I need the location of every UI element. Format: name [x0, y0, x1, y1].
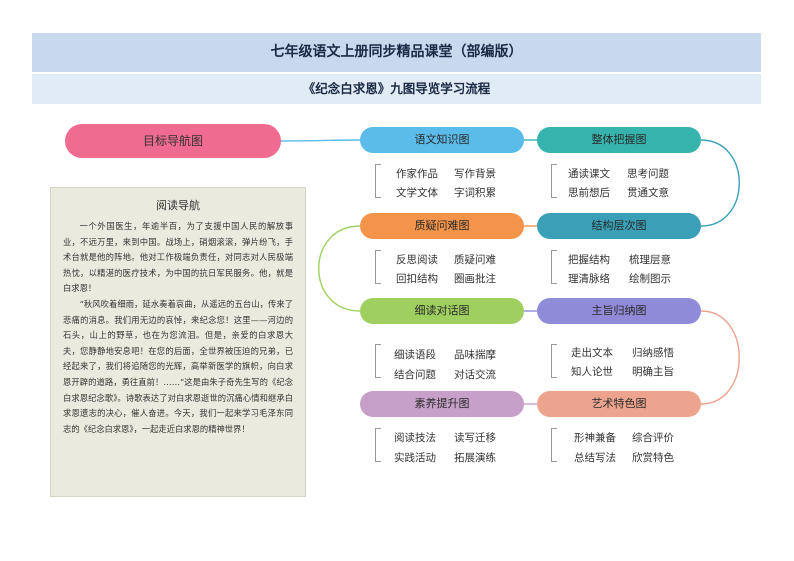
connector-overall-to-structure: [700, 139, 740, 227]
connector-theme-to-art: [700, 310, 740, 405]
node-art: 艺术特色图: [537, 391, 701, 417]
node-chinese-knowledge-item: 作家作品: [396, 168, 438, 180]
node-art-item: 形神兼备: [574, 432, 616, 444]
node-overall-grasp-item: 思考问题: [627, 168, 669, 180]
subtitle-banner: 《纪念白求恩》九图导览学习流程: [32, 74, 761, 104]
node-art-item: 综合评价: [632, 432, 674, 444]
node-literacy-brace: [375, 428, 382, 462]
node-theme-brace: [551, 344, 558, 378]
page-title: 七年级语文上册同步精品课堂（部编版）: [270, 44, 523, 60]
node-structure-item: 梳理层意: [629, 254, 671, 266]
node-chinese-knowledge-brace: [375, 164, 382, 198]
reading-paragraph: 一个外国医生，年逾半百，为了支援中国人民的解放事业，不远万里，来到中国。战场上，…: [63, 221, 293, 294]
node-literacy-item: 阅读技法: [394, 432, 436, 444]
reading-paragraph: “秋风吹着细雨，延水奏着哀曲，从遥远的五台山，传来了悲痛的消息。我们用无边的哀悼…: [63, 298, 293, 434]
node-overall-grasp-item: 思前想后: [568, 187, 610, 199]
node-question: 质疑问难图: [360, 213, 524, 239]
node-theme-item: 走出文本: [571, 347, 613, 359]
root-node-goal-navigation: 目标导航图: [65, 124, 281, 158]
node-chinese-knowledge-item: 字词积累: [454, 187, 496, 199]
node-structure: 结构层次图: [537, 213, 701, 239]
node-close-reading-item: 结合问题: [394, 369, 436, 381]
node-chinese-knowledge-item: 写作背景: [454, 168, 496, 180]
node-question-item: 圈画批注: [454, 273, 496, 285]
node-question-item: 回扣结构: [396, 273, 438, 285]
node-theme: 主旨归纳图: [537, 298, 701, 324]
node-overall-grasp: 整体把握图: [537, 127, 701, 153]
node-structure-brace: [551, 250, 558, 284]
node-structure-item: 理清脉络: [568, 273, 610, 285]
node-theme-item: 明确主旨: [632, 366, 674, 378]
node-overall-grasp-brace: [551, 164, 558, 198]
reading-title: 阅读导航: [156, 199, 200, 212]
node-theme-item: 归纳感悟: [632, 347, 674, 359]
node-close-reading-brace: [375, 344, 382, 378]
node-chinese-knowledge-item: 文学文体: [396, 187, 438, 199]
title-banner: 七年级语文上册同步精品课堂（部编版）: [32, 33, 761, 73]
node-structure-item: 绘制图示: [629, 273, 671, 285]
node-literacy-item: 实践活动: [394, 452, 436, 464]
node-theme-item: 知人论世: [571, 366, 613, 378]
connector-root-to-knowledge: [280, 139, 361, 142]
node-overall-grasp-item: 通读课文: [568, 168, 610, 180]
node-art-item: 总结写法: [574, 452, 616, 464]
node-literacy: 素养提升图: [360, 391, 524, 417]
node-close-reading-item: 细读语段: [394, 349, 436, 361]
node-question-item: 质疑问难: [454, 254, 496, 266]
node-overall-grasp-item: 贯通文意: [627, 187, 669, 199]
node-question-brace: [375, 250, 382, 284]
connector-question-to-reading: [318, 225, 361, 312]
node-chinese-knowledge: 语文知识图: [360, 127, 524, 153]
reading-navigation-box: 阅读导航 一个外国医生，年逾半百，为了支援中国人民的解放事业，不远万里，来到中国…: [50, 187, 306, 497]
node-close-reading: 细读对话图: [360, 298, 524, 324]
node-literacy-item: 读写迁移: [454, 432, 496, 444]
reading-text: 一个外国医生，年逾半百，为了支援中国人民的解放事业，不远万里，来到中国。战场上，…: [51, 213, 305, 437]
node-literacy-item: 拓展演练: [454, 452, 496, 464]
page-subtitle: 《纪念白求恩》九图导览学习流程: [302, 81, 491, 96]
node-art-item: 欣赏特色: [632, 452, 674, 464]
node-structure-item: 把握结构: [568, 254, 610, 266]
node-question-item: 反思阅读: [396, 254, 438, 266]
node-art-brace: [551, 428, 558, 462]
node-close-reading-item: 品味揣摩: [454, 349, 496, 361]
node-close-reading-item: 对话交流: [454, 369, 496, 381]
